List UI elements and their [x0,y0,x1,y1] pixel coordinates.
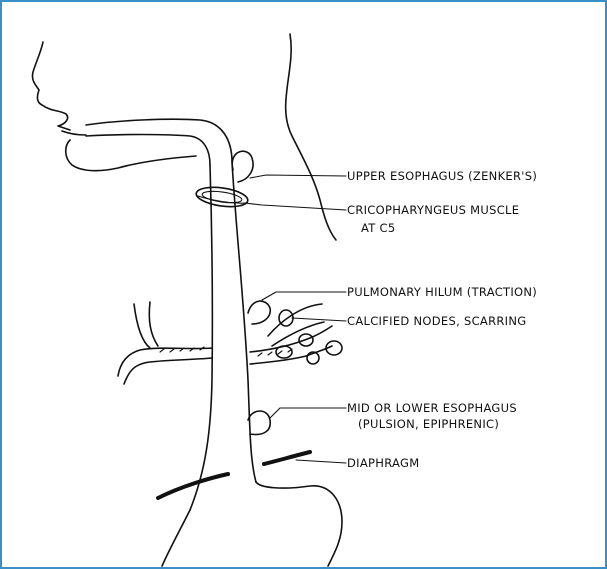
diaphragm-left [158,474,228,498]
esophagus-left-wall [190,165,212,510]
label-pulmonary-hilum: PULMONARY HILUM (TRACTION) [347,285,537,299]
leader-mid-lower [270,408,346,418]
pharynx-lower-wall [86,135,210,166]
zenker-diverticulum [232,151,253,182]
leader-pulmonary-hilum [262,292,346,300]
lower-lip [62,131,86,135]
left-bronchus-branch [134,302,158,348]
right-bronchus-branches [268,304,324,346]
pharynx-upper-wall [86,119,232,162]
leader-cricopharyngeus [244,203,346,210]
label-cricopharyngeus-level: AT C5 [361,221,396,235]
leader-calcified-nodes [292,318,346,321]
epiphrenic-diverticulum [248,411,270,434]
face-profile [32,42,70,130]
chin [66,140,196,171]
leader-upper-esophagus [250,175,346,178]
label-pulsion-epiphrenic: (PULSION, EPIPHRENIC) [358,417,499,431]
traction-diverticulum [248,301,270,324]
label-mid-lower-esophagus: MID OR LOWER ESOPHAGUS [347,401,517,415]
stomach-lower [162,510,190,566]
diaphragm-right [264,452,310,464]
leader-diaphragm [296,460,346,463]
stomach [256,482,342,566]
cricopharyngeus-muscle [195,184,249,209]
label-diaphragm: DIAPHRAGM [347,456,419,470]
label-cricopharyngeus: CRICOPHARYNGEUS MUSCLE [347,203,519,217]
left-bronchus [118,348,212,384]
label-calcified-nodes: CALCIFIED NODES, SCARRING [347,314,526,328]
label-upper-esophagus: UPPER ESOPHAGUS (ZENKER'S) [347,169,537,183]
